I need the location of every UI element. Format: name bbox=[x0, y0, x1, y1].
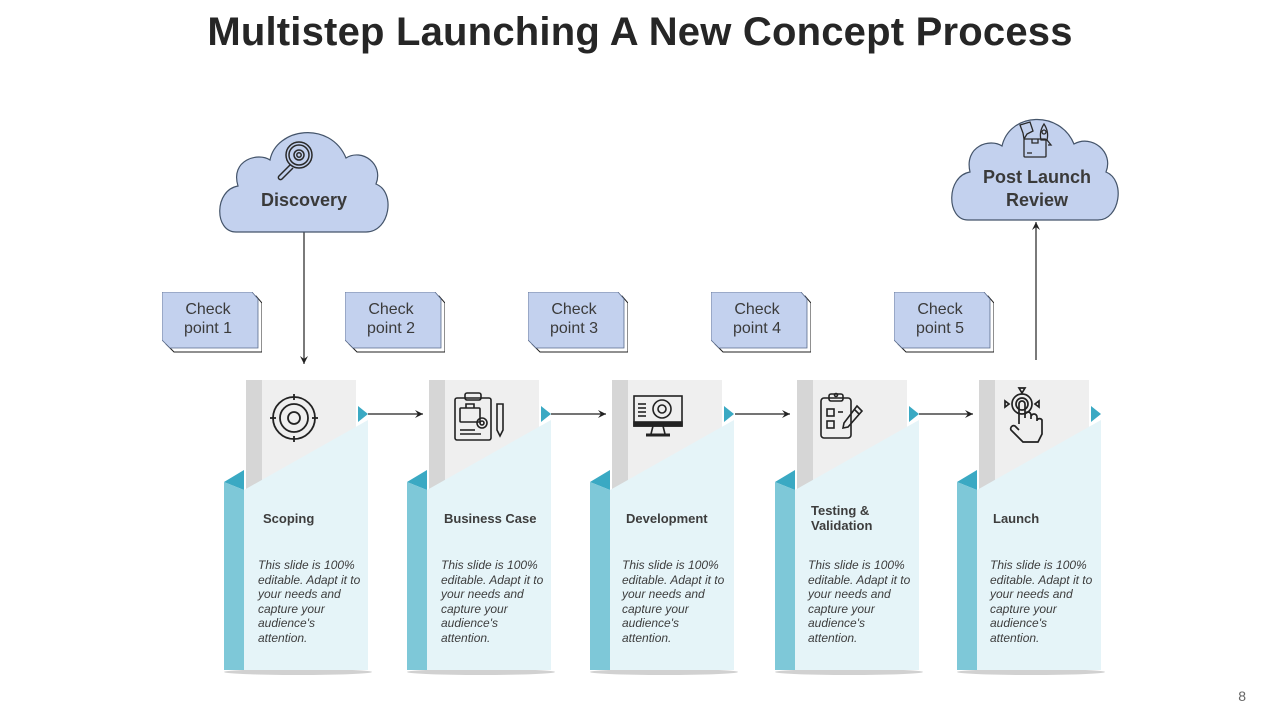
checkpoint-label: Check point 4 bbox=[711, 300, 803, 338]
card-shape bbox=[775, 380, 923, 675]
clipboard-briefcase-icon bbox=[454, 392, 504, 441]
checkpoint-2: Check point 2 bbox=[345, 292, 445, 353]
slide-title: Multistep Launching A New Concept Proces… bbox=[207, 10, 1073, 54]
checkpoint-label-line-1: Check bbox=[368, 301, 414, 318]
step-card-4: Testing & Validation This slide is 100% … bbox=[775, 380, 925, 680]
touch-hand-icon bbox=[1004, 387, 1043, 443]
card-shape bbox=[957, 380, 1105, 675]
checkpoint-shape bbox=[345, 292, 445, 353]
clipboard-checklist-icon bbox=[820, 392, 864, 439]
step-card-2: Business Case This slide is 100% editabl… bbox=[407, 380, 557, 680]
checkpoint-4: Check point 4 bbox=[711, 292, 811, 353]
step-card-3: Development This slide is 100% editable.… bbox=[590, 380, 740, 680]
step-description: This slide is 100% editable. Adapt it to… bbox=[258, 558, 361, 645]
step-title: Scoping bbox=[263, 511, 315, 526]
target-icon bbox=[270, 394, 318, 442]
checkpoint-label: Check point 1 bbox=[162, 300, 254, 338]
step-description: This slide is 100% editable. Adapt it to… bbox=[622, 558, 725, 645]
step-title: Business Case bbox=[444, 511, 537, 526]
step-description: This slide is 100% editable. Adapt it to… bbox=[990, 558, 1093, 645]
step-title-line-1: Testing & bbox=[811, 503, 870, 518]
page-number: 8 bbox=[1238, 688, 1246, 704]
card-shape bbox=[590, 380, 738, 675]
cloud-label-post-launch-review: Post Launch Review bbox=[966, 166, 1108, 212]
cloud-label-line-2: Review bbox=[1005, 190, 1069, 210]
checkpoint-label-line-1: Check bbox=[917, 301, 963, 318]
step-title: Launch bbox=[993, 511, 1040, 526]
checkpoint-3: Check point 3 bbox=[528, 292, 628, 353]
step-card-1: Scoping This slide is 100% editable. Ada… bbox=[224, 380, 374, 680]
step-title: Testing & Validation bbox=[811, 503, 872, 533]
checkpoint-shape bbox=[162, 292, 262, 353]
checkpoint-label-line-2: point 1 bbox=[183, 320, 233, 337]
magnifier-gear-icon bbox=[277, 141, 313, 181]
checkpoint-label-line-2: point 3 bbox=[549, 320, 599, 337]
launch-review-icon bbox=[1019, 121, 1053, 158]
checkpoint-label-line-2: point 4 bbox=[732, 320, 782, 337]
checkpoint-label-line-1: Check bbox=[734, 301, 780, 318]
checkpoint-shape bbox=[894, 292, 994, 353]
checkpoint-label: Check point 5 bbox=[894, 300, 986, 338]
step-title-line-2: Validation bbox=[811, 518, 873, 533]
checkpoint-1: Check point 1 bbox=[162, 292, 262, 353]
cloud-label-line-1: Post Launch bbox=[982, 167, 1091, 187]
checkpoint-shape bbox=[528, 292, 628, 353]
checkpoint-shape bbox=[711, 292, 811, 353]
step-title: Development bbox=[626, 511, 708, 526]
checkpoint-label-line-1: Check bbox=[185, 301, 231, 318]
step-description: This slide is 100% editable. Adapt it to… bbox=[441, 558, 544, 645]
card-shape bbox=[224, 380, 372, 675]
checkpoint-5: Check point 5 bbox=[894, 292, 994, 353]
step-card-5: Launch This slide is 100% editable. Adap… bbox=[957, 380, 1107, 680]
checkpoint-label: Check point 3 bbox=[528, 300, 620, 338]
checkpoint-label-line-1: Check bbox=[551, 301, 597, 318]
checkpoint-label-line-2: point 5 bbox=[915, 320, 965, 337]
cloud-label-discovery: Discovery bbox=[260, 190, 348, 210]
checkpoint-label: Check point 2 bbox=[345, 300, 437, 338]
monitor-gear-icon bbox=[633, 395, 683, 437]
checkpoint-label-line-2: point 2 bbox=[366, 320, 416, 337]
step-description: This slide is 100% editable. Adapt it to… bbox=[808, 558, 911, 645]
